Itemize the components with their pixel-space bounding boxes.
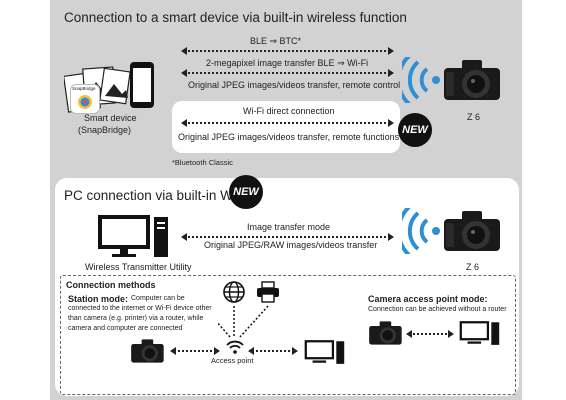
transfer-arrow (181, 69, 394, 77)
camera-icon (444, 211, 500, 251)
globe-icon (223, 281, 245, 303)
wifi-direct-arrow (181, 119, 394, 127)
snapbridge-logo: SnapBridge (70, 84, 100, 114)
access-point-icon (226, 340, 244, 354)
wifi-direct-desc: Original JPEG images/videos transfer, re… (178, 132, 400, 142)
ble-arrow (181, 47, 394, 55)
camera-icon (131, 339, 164, 363)
wifi-direct-label: Wi-Fi direct connection (243, 106, 335, 116)
camera-ap-mode-desc: Connection can be achieved without a rou… (368, 306, 507, 313)
ap-to-pc-arrow (248, 347, 298, 355)
wifi-signal-icon (402, 208, 440, 254)
utility-label: Wireless Transmitter Utility (85, 262, 192, 272)
station-desc-1: Computer can be (131, 295, 185, 302)
snapbridge-icon (78, 95, 92, 109)
camera-ap-mode-title: Camera access point mode: (368, 294, 488, 304)
connection-methods-title: Connection methods (66, 280, 156, 290)
smart-device-label: Smart device (84, 113, 137, 123)
section1-title: Connection to a smart device via built-i… (64, 10, 407, 25)
snapbridge-label: (SnapBridge) (78, 125, 132, 135)
computer-icon (304, 340, 345, 364)
printer-icon (257, 281, 279, 303)
station-desc-3: than camera (e.g. printer) via a router,… (68, 315, 204, 322)
camera-label-2: Z 6 (466, 262, 480, 272)
network-links (218, 305, 269, 338)
camera-to-pc-arrow (406, 330, 454, 338)
camera-icon (444, 60, 500, 100)
computer-icon (98, 215, 168, 257)
camera-icon (369, 321, 402, 345)
snapbridge-logo-text: SnapBridge (72, 86, 96, 91)
camera-to-ap-arrow (170, 347, 220, 355)
wifi-signal-icon (402, 57, 440, 103)
pc-transfer-arrow (181, 233, 394, 241)
bluetooth-footnote: *Bluetooth Classic (172, 158, 233, 167)
transfer-ble-wifi-label: 2-megapixel image transfer BLE ⇒ Wi-Fi (206, 58, 369, 68)
jpeg-raw-transfer-label: Original JPEG/RAW images/videos transfer (204, 240, 378, 250)
access-point-label: Access point (211, 356, 254, 365)
image-transfer-mode-label: Image transfer mode (247, 222, 331, 232)
wifi-direct-box (172, 101, 400, 153)
station-mode-title: Station mode: (68, 294, 128, 304)
station-desc-4: camera and computer are connected (68, 325, 183, 332)
camera-label-1: Z 6 (467, 112, 481, 122)
section2-title: PC connection via built-in Wi-Fi (64, 188, 252, 203)
new-badge-1: NEW (398, 113, 432, 147)
connection-methods-box (60, 275, 516, 395)
ble-btc-label: BLE ⇒ BTC* (250, 36, 302, 46)
jpeg-remote-label: Original JPEG images/videos transfer, re… (188, 80, 401, 90)
station-desc-2: connected to the internet or Wi-Fi devic… (68, 305, 212, 312)
new-badge-2: NEW (229, 175, 263, 209)
computer-icon (459, 321, 500, 345)
